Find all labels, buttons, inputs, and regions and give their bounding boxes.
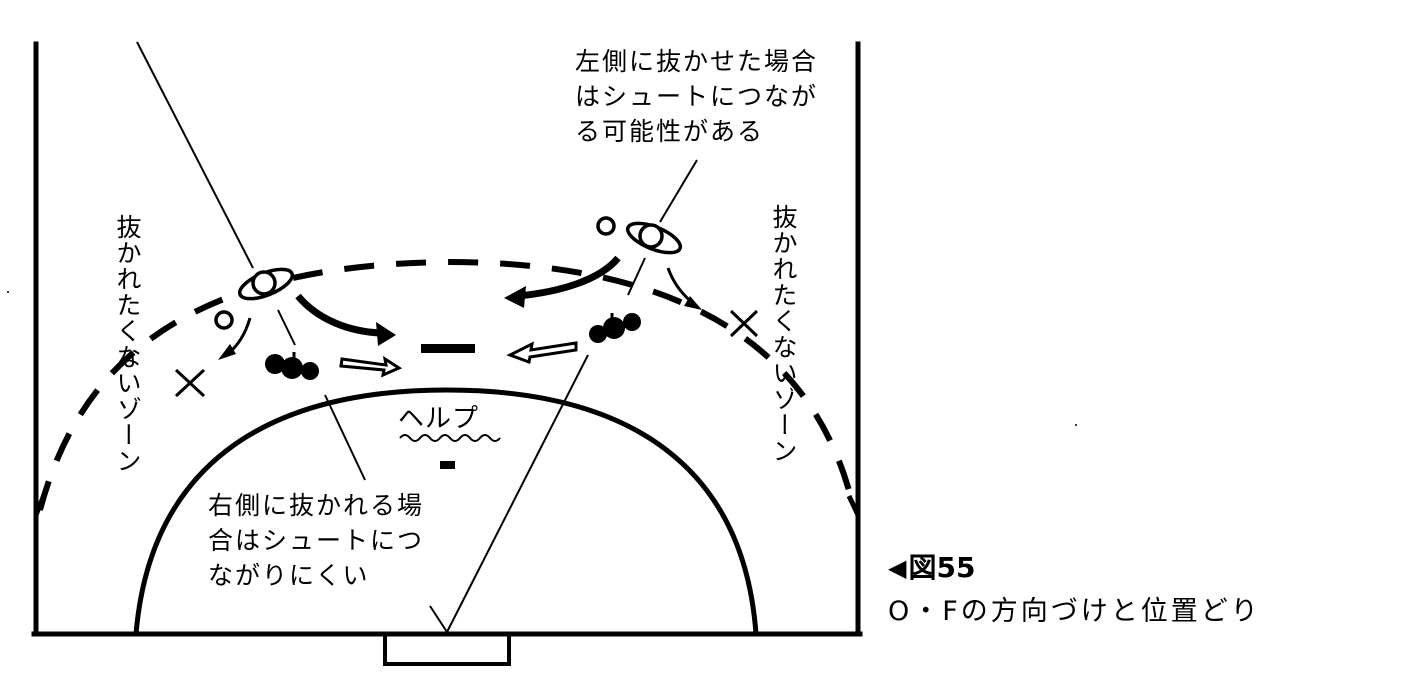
figure-number-label: 図55	[908, 551, 976, 584]
leader-left-attacker-defender	[277, 309, 296, 346]
nine-meter-line	[37, 258, 857, 511]
figure-number: ◀ 図55	[888, 548, 1261, 588]
open-circle-left	[214, 310, 234, 330]
figure-caption: ◀ 図55 O・Fの方向づけと位置どり	[888, 548, 1261, 632]
leader-goal-left	[429, 605, 448, 633]
leader-lines	[136, 41, 698, 633]
annotation-top-right-line-3: る可能性がある	[575, 117, 765, 146]
speck	[1075, 424, 1077, 426]
leader-right-attacker	[627, 257, 646, 296]
x-right	[729, 309, 759, 338]
left-bold-arrowhead	[376, 322, 396, 346]
annotation-top-right: 左側に抜かせた場合 はシュートにつなが る可能性がある	[575, 44, 818, 149]
defender-group-left	[265, 352, 319, 380]
center-defender-mark	[421, 344, 475, 353]
annotation-bottom-line-3: ながりにくい	[208, 561, 370, 590]
six-meter-line	[133, 387, 759, 635]
figure-title: O・Fの方向づけと位置どり	[888, 596, 1261, 627]
movement-arrows	[226, 255, 697, 356]
right-bold-arrowhead	[504, 286, 526, 308]
left-zone-label: 抜かれたくないゾーン	[113, 214, 142, 474]
right-zone-label: 抜かれたくないゾーン	[769, 204, 798, 464]
court-lines	[31, 41, 863, 637]
x-left	[174, 368, 206, 398]
right-bold-curve-arrow	[517, 255, 621, 300]
speck	[7, 291, 9, 293]
help-wavy-underline	[399, 434, 501, 442]
x-marks	[174, 309, 759, 398]
help-defender-mark	[440, 461, 455, 469]
arrow-heads	[218, 286, 702, 360]
leader-top-right	[659, 159, 698, 223]
leader-right-defender	[446, 354, 589, 633]
right-arc-end-tick	[846, 494, 861, 517]
goal-box	[383, 636, 511, 666]
right-hollow-arrow	[506, 341, 578, 365]
annotation-bottom-center: 右側に抜かれる場 合はシュートにつ ながりにくい	[208, 488, 424, 593]
defender-group-right	[589, 313, 641, 343]
annotation-bottom-line-1: 右側に抜かれる場	[208, 491, 425, 520]
annotation-top-right-line-2: はシュートにつなが	[575, 82, 819, 111]
attacker-group-left	[237, 267, 295, 301]
leader-bottom-annotation	[324, 394, 366, 481]
left-bold-curve-arrow	[295, 293, 383, 337]
leader-top-left	[136, 41, 254, 269]
annotation-bottom-line-2: 合はシュートにつ	[208, 526, 425, 555]
left-arc-end-tick	[33, 489, 49, 516]
open-circle-right	[596, 216, 616, 236]
hollow-arrows	[339, 341, 578, 378]
annotation-top-right-line-1: 左側に抜かせた場合	[575, 47, 819, 76]
right-thin-arrowhead	[684, 296, 702, 310]
left-hollow-arrow	[339, 355, 403, 378]
pointer-left-icon: ◀	[888, 554, 907, 582]
help-label: ヘルプ	[398, 404, 480, 434]
attacker-group-right	[625, 221, 683, 255]
left-thin-arrowhead	[218, 344, 236, 360]
